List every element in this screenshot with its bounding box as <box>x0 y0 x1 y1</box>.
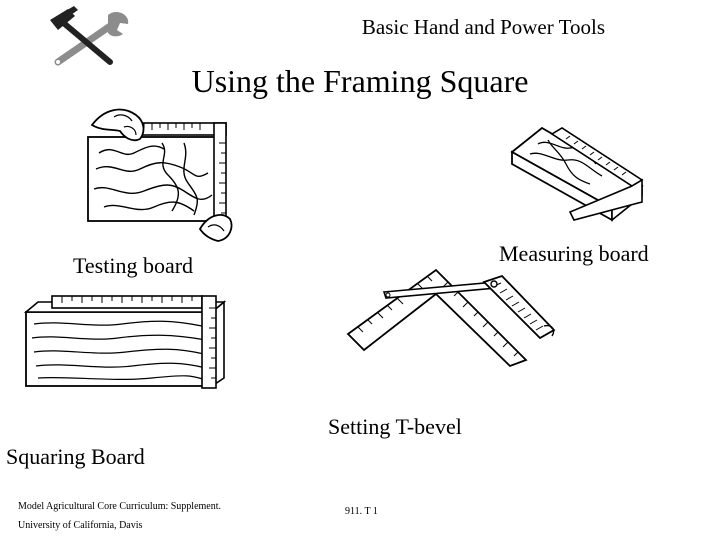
squaring-board-illustration <box>23 295 227 389</box>
footer-curriculum: Model Agricultural Core Curriculum: Supp… <box>18 501 222 512</box>
footer-university: University of California, Davis <box>18 520 143 531</box>
header-title: Basic Hand and Power Tools <box>361 15 605 39</box>
testing-board-illustration <box>87 108 233 242</box>
footer-slide-code: 911. T 1 <box>345 506 378 517</box>
caption-squaring-board: Squaring Board <box>6 444 145 469</box>
hammer-wrench-icon <box>50 6 129 66</box>
slide-title: Using the Framing Square <box>191 63 529 99</box>
caption-measuring-board: Measuring board <box>499 241 649 266</box>
measuring-board-illustration <box>510 126 644 222</box>
caption-testing-board: Testing board <box>73 253 194 278</box>
caption-setting-t-bevel: Setting T-bevel <box>328 414 462 439</box>
setting-t-bevel-illustration <box>346 268 556 368</box>
hammer-icon <box>50 6 113 65</box>
